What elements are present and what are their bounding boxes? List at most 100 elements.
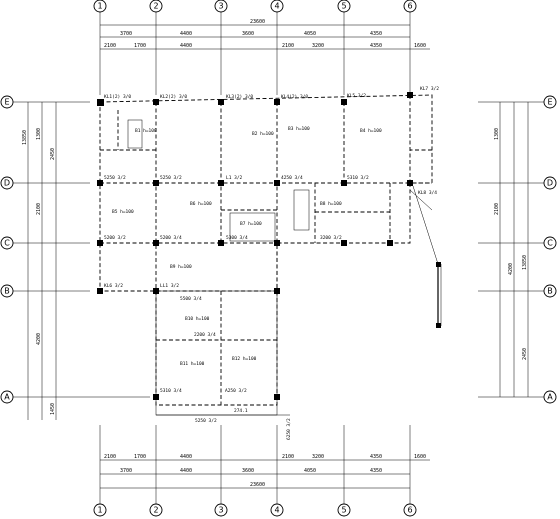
slab-label: B3 h=100 <box>288 126 310 132</box>
beam-label: 2200 3/4 <box>194 332 216 338</box>
axis-bubble-A: A <box>543 390 557 404</box>
beam-label: 5310 3/2 <box>347 175 369 181</box>
beam-label: 4250 3/4 <box>281 175 303 181</box>
column <box>153 180 159 186</box>
axis-bubble-5: 5 <box>337 503 351 517</box>
top-dim-r2-1: 2100 <box>104 43 116 49</box>
lower-wing-frame <box>155 290 290 416</box>
svg-text:A: A <box>4 393 10 402</box>
column <box>274 180 280 186</box>
svg-text:6: 6 <box>407 2 412 11</box>
axis-extension-lines <box>13 12 544 504</box>
top-dim-5: 4350 <box>370 31 382 37</box>
left-dim-5: 1450 <box>50 403 56 415</box>
column <box>341 180 347 186</box>
column <box>274 99 280 105</box>
bot-dim-3: 3600 <box>242 468 254 474</box>
column <box>97 99 104 106</box>
column <box>407 180 413 186</box>
column <box>97 180 103 186</box>
axis-bubble-1: 1 <box>93 503 107 517</box>
right-dim-2: 2100 <box>494 203 500 215</box>
svg-text:C: C <box>4 239 10 248</box>
svg-text:A: A <box>547 393 553 402</box>
column <box>274 240 280 246</box>
axis-bubble-D: D <box>0 176 14 190</box>
axis-bubble-A: A <box>0 390 14 404</box>
bottom-axis-bubbles: 1 2 3 4 5 6 <box>93 503 417 517</box>
left-dim-1: 1300 <box>36 128 42 140</box>
top-dim-r2-7: 1600 <box>414 43 426 49</box>
column <box>218 99 224 105</box>
svg-text:2: 2 <box>153 506 158 515</box>
axis-bubble-2: 2 <box>149 0 163 13</box>
slab-labels: B1 h=100 B2 h=100 B3 h=100 B4 h=100 B5 h… <box>112 126 382 367</box>
svg-text:1: 1 <box>97 2 102 11</box>
svg-text:B: B <box>547 287 553 296</box>
beam-label: KL5 3/2 <box>347 93 366 99</box>
top-total-dim: 23600 <box>250 19 265 25</box>
column <box>341 99 347 105</box>
column <box>387 240 393 246</box>
beam-label: KL2(2) 3/0 <box>160 94 187 100</box>
beam-label: LL1 3/2 <box>160 283 179 289</box>
beam-label: 5250 3/2 <box>160 175 182 181</box>
columns <box>97 92 441 400</box>
beam-label: 5200 3/4 <box>160 235 182 241</box>
right-total-dim: 13850 <box>522 255 528 270</box>
left-dim-4: 2450 <box>50 148 56 160</box>
beam-label: 5250 3/2 <box>104 175 126 181</box>
beam-label: 6250 3/2 <box>286 418 292 440</box>
column <box>153 240 159 246</box>
beam-label: 5300 3/4 <box>226 235 248 241</box>
bot-dim-r2-4: 2100 <box>282 454 294 460</box>
left-dimension-chains: 13850 1300 2100 4200 2450 1450 <box>22 102 57 420</box>
beam-label: 5250 3/2 <box>195 418 217 424</box>
axis-bubble-6: 6 <box>403 0 417 13</box>
axis-bubble-4: 4 <box>270 0 284 13</box>
slab-label: B5 h=100 <box>112 209 134 215</box>
svg-text:3: 3 <box>218 506 223 515</box>
bot-dim-r2-7: 1600 <box>414 454 426 460</box>
column <box>153 394 159 400</box>
axis-bubble-C: C <box>543 236 557 250</box>
top-dim-1: 3700 <box>120 31 132 37</box>
svg-text:1: 1 <box>97 506 102 515</box>
column <box>97 288 103 294</box>
column <box>97 240 103 246</box>
right-dim-4: 2450 <box>522 348 528 360</box>
svg-text:D: D <box>547 179 553 188</box>
beam-label: 5200 3/2 <box>104 235 126 241</box>
beam-label: KL8 3/4 <box>418 190 437 196</box>
beam-label: KL6 3/2 <box>104 283 123 289</box>
bot-dim-4: 4050 <box>304 468 316 474</box>
axis-bubble-B: B <box>543 284 557 298</box>
column <box>153 99 159 105</box>
top-dim-r2-6: 4350 <box>370 43 382 49</box>
column <box>218 240 224 246</box>
slab-label: B12 h=100 <box>232 356 257 362</box>
left-dim-2: 2100 <box>36 203 42 215</box>
column <box>218 180 224 186</box>
bot-dim-r2-3: 4400 <box>180 454 192 460</box>
right-dim-1: 1300 <box>494 128 500 140</box>
axis-bubble-6: 6 <box>403 503 417 517</box>
column <box>153 288 159 294</box>
left-dim-3: 4200 <box>36 333 42 345</box>
axis-bubble-E: E <box>0 95 14 109</box>
beam-label: 5500 3/4 <box>180 296 202 302</box>
beam-labels: KL1(2) 3/0 KL2(2) 3/0 KL3(2) 3/0 KL4(2) … <box>104 86 439 440</box>
column <box>274 394 280 400</box>
axis-bubble-C: C <box>0 236 14 250</box>
slab-label: B4 h=100 <box>360 128 382 134</box>
slab-label: B2 h=100 <box>252 131 274 137</box>
slab-label: B9 h=100 <box>170 264 192 270</box>
right-dimension-chains: 1300 2100 4200 2450 13850 <box>494 102 529 397</box>
bottom-dimension-chains: 2100 1700 4400 2100 3200 4350 1600 3700 … <box>100 454 430 489</box>
axis-bubble-B: B <box>0 284 14 298</box>
bot-dim-5: 4350 <box>370 468 382 474</box>
top-dim-r2-3: 4400 <box>180 43 192 49</box>
axis-bubble-3: 3 <box>214 0 228 13</box>
small-openings <box>127 119 310 242</box>
